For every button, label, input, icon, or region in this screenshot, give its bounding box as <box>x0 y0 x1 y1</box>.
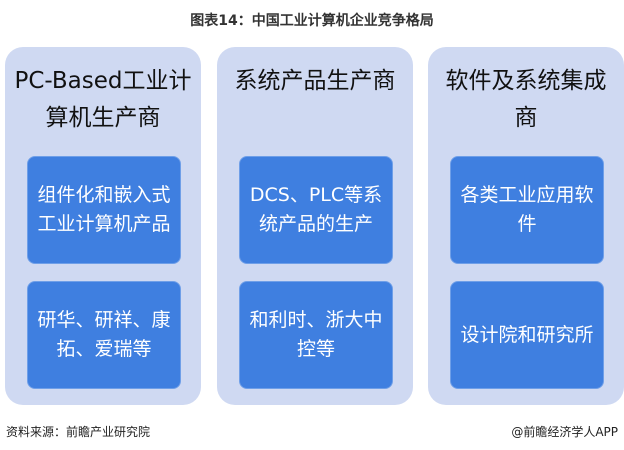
column-heading: PC-Based工业计算机生产商 <box>14 68 192 131</box>
item-box: 组件化和嵌入式工业计算机产品 <box>27 156 181 264</box>
item-box: 和利时、浙大中控等 <box>239 281 393 389</box>
item-box: 研华、研祥、康拓、爱瑞等 <box>27 281 181 389</box>
item-box: 设计院和研究所 <box>450 281 604 389</box>
credit-note: @前瞻经济学人APP <box>511 425 618 439</box>
column-pc-based: PC-Based工业计算机生产商 组件化和嵌入式工业计算机产品 研华、研祥、康拓… <box>5 47 201 405</box>
item-box: DCS、PLC等系统产品的生产 <box>239 156 393 264</box>
source-note: 资料来源：前瞻产业研究院 <box>6 425 151 439</box>
column-heading: 软件及系统集成商 <box>445 68 607 131</box>
column-system-products: 系统产品生产商 DCS、PLC等系统产品的生产 和利时、浙大中控等 <box>217 47 413 405</box>
column-heading: 系统产品生产商 <box>234 68 396 94</box>
column-software-integrators: 软件及系统集成商 各类工业应用软件 设计院和研究所 <box>428 47 624 405</box>
item-box: 各类工业应用软件 <box>450 156 604 264</box>
chart-title: 图表14：中国工业计算机企业竞争格局 <box>190 13 434 29</box>
